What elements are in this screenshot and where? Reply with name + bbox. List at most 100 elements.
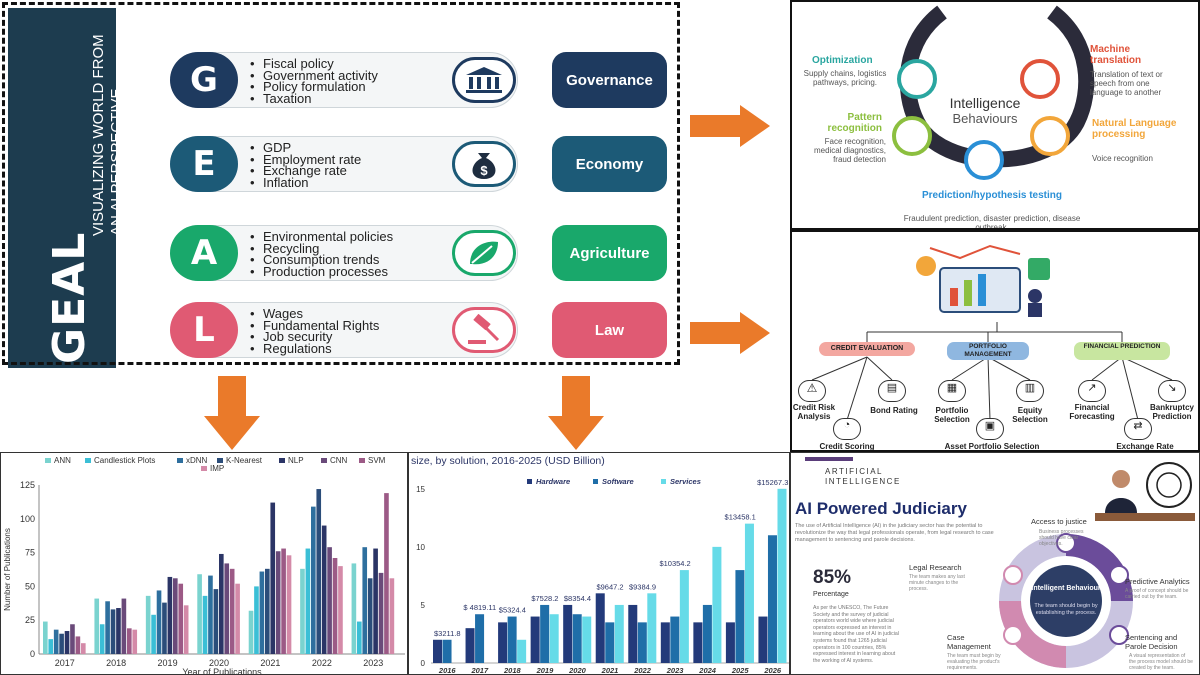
legend-swatch bbox=[279, 458, 285, 463]
finance-child-label: Credit Risk Analysis bbox=[792, 403, 836, 421]
geal-row-item: Consumption trends bbox=[250, 253, 393, 265]
bar bbox=[224, 563, 230, 654]
bar bbox=[572, 614, 582, 663]
legend-label: xDNN bbox=[186, 456, 208, 465]
bar bbox=[647, 593, 657, 663]
bar bbox=[75, 636, 81, 654]
x-tick-label: 2018 bbox=[106, 658, 126, 668]
finance-group-prediction: FINANCIAL PREDICTION bbox=[1074, 342, 1170, 360]
bar bbox=[48, 639, 54, 654]
bar bbox=[208, 575, 213, 654]
total-data-label: $15267.3 bbox=[757, 478, 788, 487]
exchange-icon: ⇄ bbox=[1124, 418, 1152, 440]
legend-swatch bbox=[527, 479, 532, 484]
geal-row-letter: L bbox=[170, 302, 238, 358]
judiciary-item-title: Predictive Analytics bbox=[1125, 577, 1190, 586]
bar bbox=[378, 572, 384, 654]
geal-row-list: WagesFundamental RightsJob securityRegul… bbox=[250, 307, 379, 354]
x-tick-label: 2019 bbox=[158, 658, 178, 668]
x-tick-label: 2017 bbox=[470, 666, 489, 675]
bar bbox=[357, 621, 362, 654]
y-tick-label: 50 bbox=[25, 581, 35, 591]
arrow-down-icon bbox=[204, 376, 260, 450]
judiciary-item-title: Sentencing and Parole Decision bbox=[1125, 633, 1178, 651]
finance-group-portfolio: PORTFOLIO MANAGEMENT bbox=[947, 342, 1029, 360]
bar bbox=[744, 523, 754, 663]
leaf-icon bbox=[452, 230, 516, 276]
legend-label: CNN bbox=[330, 456, 348, 465]
bar bbox=[110, 609, 116, 654]
geal-row-item: Taxation bbox=[250, 92, 378, 104]
geal-row-list: Fiscal policyGovernment activityPolicy f… bbox=[250, 57, 378, 104]
bar bbox=[442, 639, 452, 663]
x-tick-label: 2020 bbox=[209, 658, 229, 668]
bar bbox=[475, 614, 485, 663]
geal-dashed-frame bbox=[2, 2, 680, 365]
geal-row-item: Fiscal policy bbox=[250, 57, 378, 69]
legend-label: NLP bbox=[288, 456, 304, 465]
x-tick-label: 2021 bbox=[260, 658, 280, 668]
judge-illustration bbox=[1095, 462, 1195, 521]
bar bbox=[316, 489, 322, 654]
geal-row-item: Job security bbox=[250, 330, 379, 342]
finance-child-label: Equity Selection bbox=[1012, 406, 1048, 424]
bar bbox=[582, 616, 592, 663]
asset-icon: ▣ bbox=[976, 418, 1004, 440]
bar bbox=[197, 574, 202, 654]
geal-row-list: Environmental policiesRecyclingConsumpti… bbox=[250, 230, 393, 277]
legend-swatch bbox=[359, 458, 365, 463]
finance-child-label: Credit Scoring bbox=[819, 442, 875, 451]
bar bbox=[275, 551, 281, 654]
bar bbox=[767, 535, 777, 663]
bar bbox=[540, 604, 550, 663]
bar bbox=[332, 558, 338, 654]
legend-label: Candlestick Plots bbox=[94, 456, 155, 465]
total-data-label: $ 4819.11 bbox=[463, 603, 496, 612]
bar bbox=[433, 639, 443, 663]
judiciary-item-title: Case Management bbox=[947, 633, 991, 651]
chart-icon: ▥ bbox=[1016, 380, 1044, 402]
geal-row-item: Regulations bbox=[250, 342, 379, 354]
x-tick-label: 2016 bbox=[438, 666, 457, 675]
total-data-label: $13458.1 bbox=[725, 513, 756, 522]
bar bbox=[259, 571, 265, 654]
bar bbox=[702, 604, 712, 663]
intelligence-center-subtitle: Behaviours bbox=[952, 111, 1018, 126]
bar bbox=[235, 583, 240, 654]
bar bbox=[127, 628, 132, 654]
geal-sidebar: GEAL VISUALIZING WORLD FROM AN AI PERSPE… bbox=[8, 8, 125, 368]
market-chart-title: size, by solution, 2016-2025 (USD Billio… bbox=[411, 455, 605, 467]
judiciary-item-desc: A proof of concept should be carried out… bbox=[1125, 588, 1189, 600]
bar bbox=[219, 553, 224, 654]
finance-child-label: Bankruptcy Prediction bbox=[1149, 403, 1194, 421]
legend-swatch bbox=[201, 466, 207, 471]
bar bbox=[660, 622, 670, 663]
bar bbox=[202, 595, 208, 654]
bar bbox=[167, 576, 173, 654]
geal-row-item: Exchange rate bbox=[250, 164, 361, 176]
judiciary-ring-diagram bbox=[999, 533, 1133, 668]
finance-group-credit: CREDIT EVALUATION bbox=[819, 342, 915, 356]
bar bbox=[384, 493, 389, 654]
bar bbox=[637, 622, 647, 663]
bar bbox=[725, 622, 735, 663]
finance-child-label: Financial Forecasting bbox=[1069, 403, 1115, 421]
bar bbox=[563, 604, 573, 663]
bar bbox=[311, 506, 316, 654]
finance-child-label: Bond Rating bbox=[870, 406, 918, 415]
node-title-nlp: Natural Language processing bbox=[1092, 118, 1177, 140]
judiciary-item-title: Access to justice bbox=[1031, 517, 1087, 526]
bar bbox=[327, 547, 332, 654]
total-data-label: $10354.2 bbox=[659, 559, 690, 568]
x-tick-label: 2023 bbox=[363, 658, 383, 668]
geal-category-economy: Economy bbox=[552, 136, 667, 192]
geal-row-item: Policy formulation bbox=[250, 80, 378, 92]
bar bbox=[59, 633, 64, 654]
x-tick-label: 2024 bbox=[698, 666, 717, 675]
geal-panel: GEAL VISUALIZING WORLD FROM AN AI PERSPE… bbox=[0, 0, 690, 368]
y-tick-label: 0 bbox=[421, 659, 426, 668]
bar bbox=[151, 614, 156, 654]
bar bbox=[173, 578, 178, 654]
arrow-right-icon bbox=[690, 105, 770, 147]
